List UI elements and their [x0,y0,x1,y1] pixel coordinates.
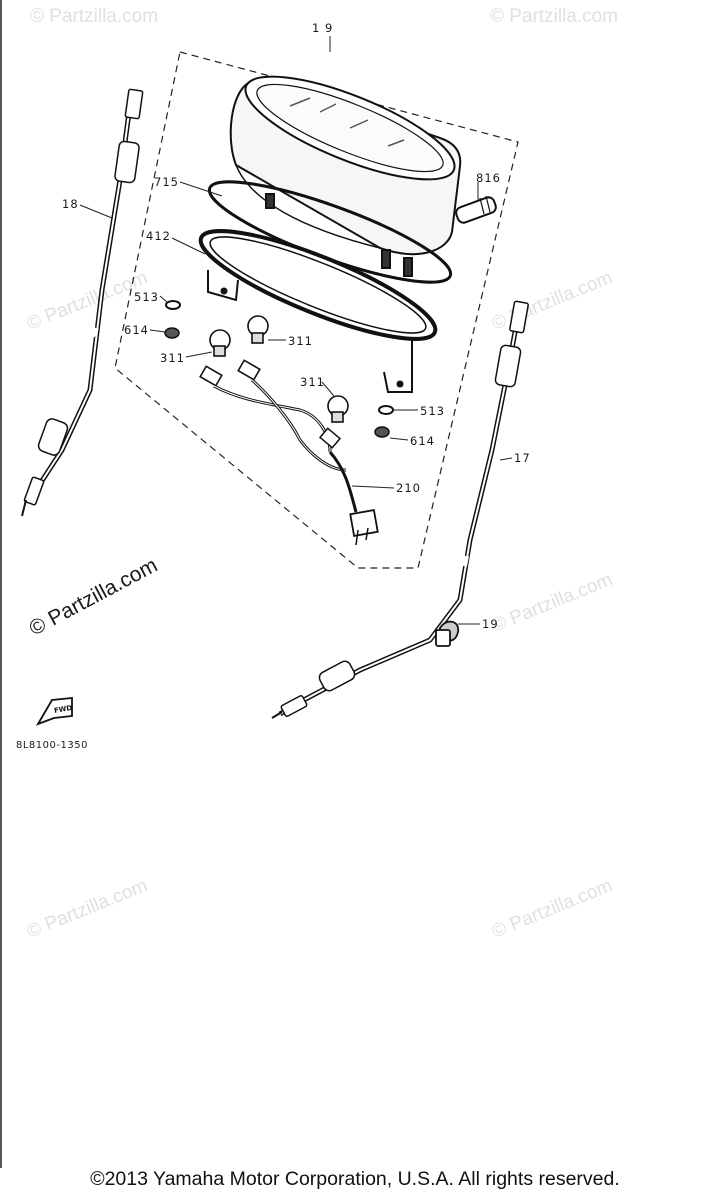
diagram-code: 8L8100-1350 [16,740,88,751]
callouts: 1 9 715 816 412 18 513 614 311 311 311 5… [62,21,531,631]
callout-19: 1 9 [312,21,333,35]
callout-715: 715 [154,175,179,189]
watermark: © Partzilla.com [489,569,616,636]
callout-513-right: 513 [420,404,445,418]
callout-513-left: 513 [134,290,159,304]
bracket [198,229,438,393]
meter-housing [229,75,462,277]
wire-harness [199,359,379,546]
callout-412: 412 [146,229,171,243]
watermark: © Partzilla.com [30,6,158,27]
leader-lines [79,181,513,625]
watermark: © Partzilla.com [24,875,151,942]
watermark-dark: © Partzilla.com [26,554,162,641]
watermark: © Partzilla.com [489,875,616,942]
copyright-notice: ©2013 Yamaha Motor Corporation, U.S.A. A… [90,1168,620,1190]
callout-816: 816 [476,171,501,185]
fwd-label: FWD [53,704,73,715]
callout-17: 17 [514,451,531,465]
callout-210: 210 [396,481,421,495]
callout-311-left: 311 [160,351,185,365]
callout-311-right: 311 [300,375,325,389]
bulbs [209,315,349,423]
assembly-boundary [114,51,519,569]
watermark: © Partzilla.com [490,6,618,27]
cable-17 [271,300,529,719]
callout-18: 18 [62,197,79,211]
callout-311-middle: 311 [288,334,313,348]
callout-19-clamp: 19 [482,617,499,631]
trip-knob [455,195,497,224]
callout-614-right: 614 [410,434,435,448]
cable-18 [21,88,144,517]
washer-nut-right [374,405,394,438]
fwd-arrow: FWD [35,697,73,726]
callout-614-left: 614 [124,323,149,337]
watermark: © Partzilla.com [489,267,616,334]
washer-nut-left [164,300,181,339]
cable-clamp [435,620,459,647]
